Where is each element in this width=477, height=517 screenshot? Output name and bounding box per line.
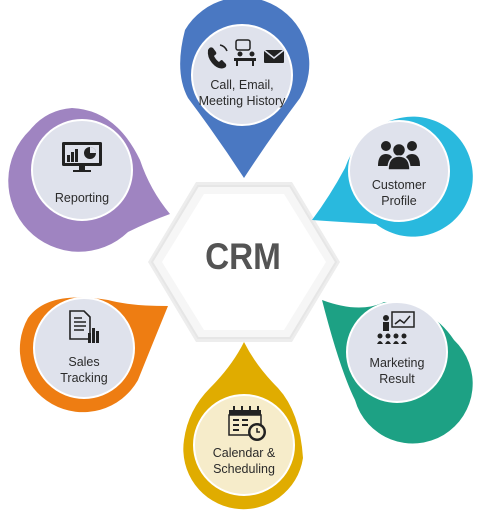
label-call-email-meeting: Call, Email, Meeting History: [192, 77, 292, 109]
label-line: Meeting History: [198, 94, 286, 108]
label-line: Marketing: [369, 356, 425, 370]
label-line: Calendar &: [212, 446, 276, 460]
node-calendar-scheduling: [183, 342, 303, 510]
pin-inner-marketing: [346, 301, 448, 403]
label-reporting: Reporting: [32, 190, 132, 206]
node-reporting: [8, 108, 171, 252]
phone-meeting-email-icon: [207, 39, 285, 69]
node-sales-tracking: [19, 297, 168, 413]
label-line: Profile: [381, 194, 417, 208]
monitor-chart-icon: [62, 142, 102, 172]
pin-inner-sales: [33, 297, 135, 399]
pin-inner-customer: [348, 120, 450, 222]
label-line: Sales: [68, 355, 100, 369]
label-line: Result: [379, 372, 415, 386]
node-customer-profile: [312, 116, 473, 237]
presentation-audience-icon: [377, 311, 415, 344]
label-line: Call, Email,: [210, 78, 274, 92]
label-calendar-scheduling: Calendar & Scheduling: [194, 445, 294, 477]
label-marketing-result: Marketing Result: [347, 355, 447, 387]
pin-inner-calendar: [193, 394, 295, 496]
label-sales-tracking: Sales Tracking: [34, 354, 134, 386]
center-crm-label: CRM: [205, 236, 281, 277]
label-customer-profile: Customer Profile: [349, 177, 449, 209]
label-line: Scheduling: [213, 462, 275, 476]
calendar-clock-icon: [228, 406, 266, 441]
node-marketing-result: [322, 300, 473, 444]
customer-group-icon: [378, 141, 420, 171]
label-line: Customer: [371, 178, 427, 192]
node-call-email-meeting: [180, 0, 310, 178]
document-chart-icon: [69, 310, 99, 343]
center-hexagon: [162, 194, 326, 330]
label-line: Tracking: [60, 371, 108, 385]
label-line: Reporting: [54, 191, 110, 205]
